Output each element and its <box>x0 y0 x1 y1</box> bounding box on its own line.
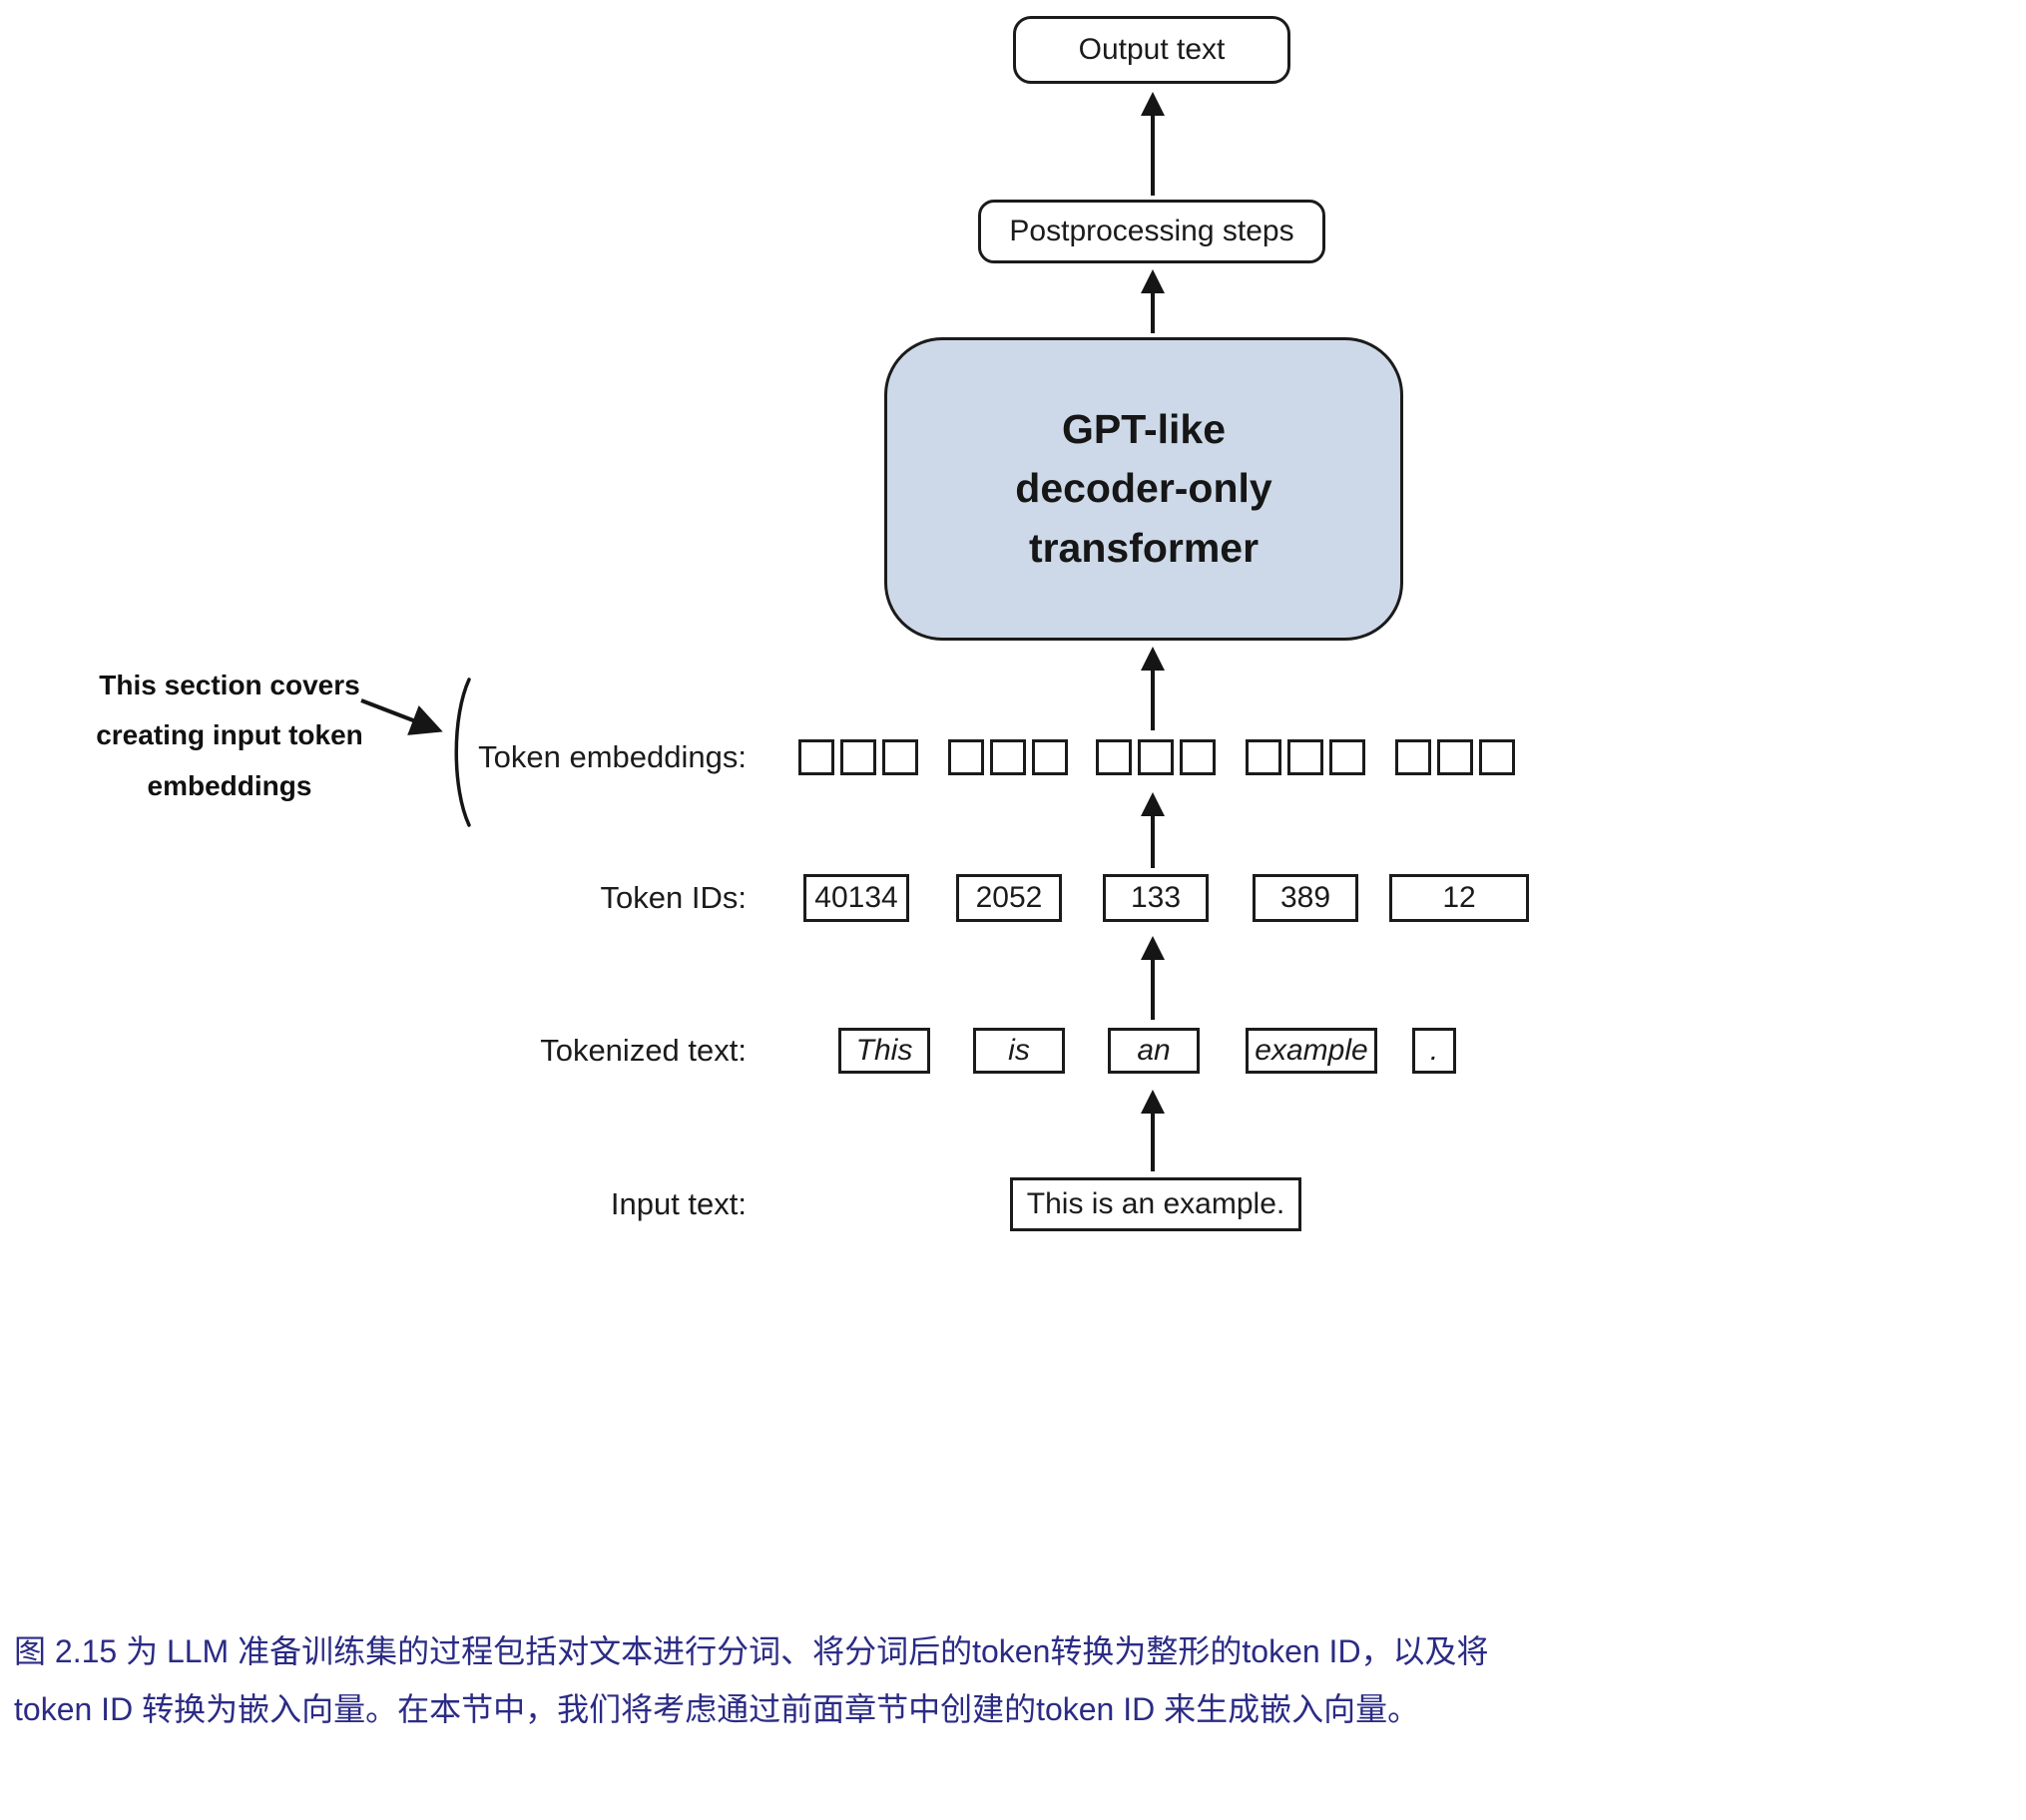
embedding-cell <box>882 739 918 775</box>
embedding-cell <box>840 739 876 775</box>
arrowhead-icon <box>1141 1090 1165 1114</box>
arrow-up-icon <box>1139 936 1167 1020</box>
annotation-note: This section covers creating input token… <box>75 661 384 811</box>
token-box: . <box>1412 1028 1456 1074</box>
postprocessing-label: Postprocessing steps <box>1009 215 1294 247</box>
token-id-box: 40134 <box>803 874 909 922</box>
token-id-box: 2052 <box>956 874 1062 922</box>
embedding-cell <box>1287 739 1323 775</box>
token-ids-label: Token IDs: <box>600 880 747 915</box>
arrow-up-icon <box>1139 1090 1167 1171</box>
arrow-up-icon <box>1139 269 1167 333</box>
embedding-group <box>1246 739 1365 775</box>
gpt-transformer-box: GPT-like decoder-only transformer <box>884 337 1403 641</box>
gpt-box-line2: decoder-only <box>1015 465 1272 512</box>
arrowhead-icon <box>1141 792 1165 816</box>
arrow-up-icon <box>1139 647 1167 730</box>
postprocessing-box: Postprocessing steps <box>978 200 1325 263</box>
gpt-box-line3: transformer <box>1028 524 1260 571</box>
figure-caption-line2: token ID 转换为嵌入向量。在本节中，我们将考虑通过前面章节中创建的tok… <box>14 1691 1420 1727</box>
tokenized-text-label: Tokenized text: <box>540 1033 747 1068</box>
embedding-cell <box>798 739 834 775</box>
token-box: This <box>838 1028 930 1074</box>
embedding-cell <box>948 739 984 775</box>
arrowhead-icon <box>1141 269 1165 293</box>
arrowhead-icon <box>1141 936 1165 960</box>
arrowhead-icon <box>1141 647 1165 671</box>
token-box: an <box>1108 1028 1200 1074</box>
brace-icon <box>454 678 471 827</box>
embedding-cell <box>990 739 1026 775</box>
embedding-group <box>948 739 1068 775</box>
embedding-cell <box>1329 739 1365 775</box>
input-text-value: This is an example. <box>1026 1187 1285 1220</box>
annotation-line3: embeddings <box>147 769 312 801</box>
token-embeddings-label: Token embeddings: <box>478 739 747 774</box>
embedding-cell <box>1180 739 1216 775</box>
embedding-cell <box>1138 739 1174 775</box>
figure-caption-line1: 图 2.15 为 LLM 准备训练集的过程包括对文本进行分词、将分词后的toke… <box>14 1633 1489 1669</box>
token-id-box: 389 <box>1253 874 1358 922</box>
embedding-cell <box>1437 739 1473 775</box>
token-id-box: 12 <box>1389 874 1529 922</box>
arrow-up-icon <box>1139 792 1167 868</box>
embedding-cell <box>1246 739 1281 775</box>
gpt-box-line1: GPT-like <box>1061 405 1227 452</box>
token-box: is <box>973 1028 1065 1074</box>
embedding-group <box>798 739 918 775</box>
token-id-box: 133 <box>1103 874 1209 922</box>
embedding-cell <box>1096 739 1132 775</box>
output-text-label: Output text <box>1078 33 1226 66</box>
annotation-arrow-icon <box>360 698 443 735</box>
embedding-group <box>1096 739 1216 775</box>
embedding-cell <box>1032 739 1068 775</box>
arrow-up-icon <box>1139 92 1167 196</box>
output-text-box: Output text <box>1013 16 1290 84</box>
input-text-box: This is an example. <box>1010 1177 1301 1231</box>
embedding-group <box>1395 739 1515 775</box>
arrowhead-icon <box>1141 92 1165 116</box>
annotation-line2: creating input token <box>96 719 363 751</box>
annotation-line1: This section covers <box>99 670 360 700</box>
input-text-label: Input text: <box>610 1186 747 1221</box>
embedding-cell <box>1395 739 1431 775</box>
embedding-cell <box>1479 739 1515 775</box>
token-box: example <box>1246 1028 1377 1074</box>
